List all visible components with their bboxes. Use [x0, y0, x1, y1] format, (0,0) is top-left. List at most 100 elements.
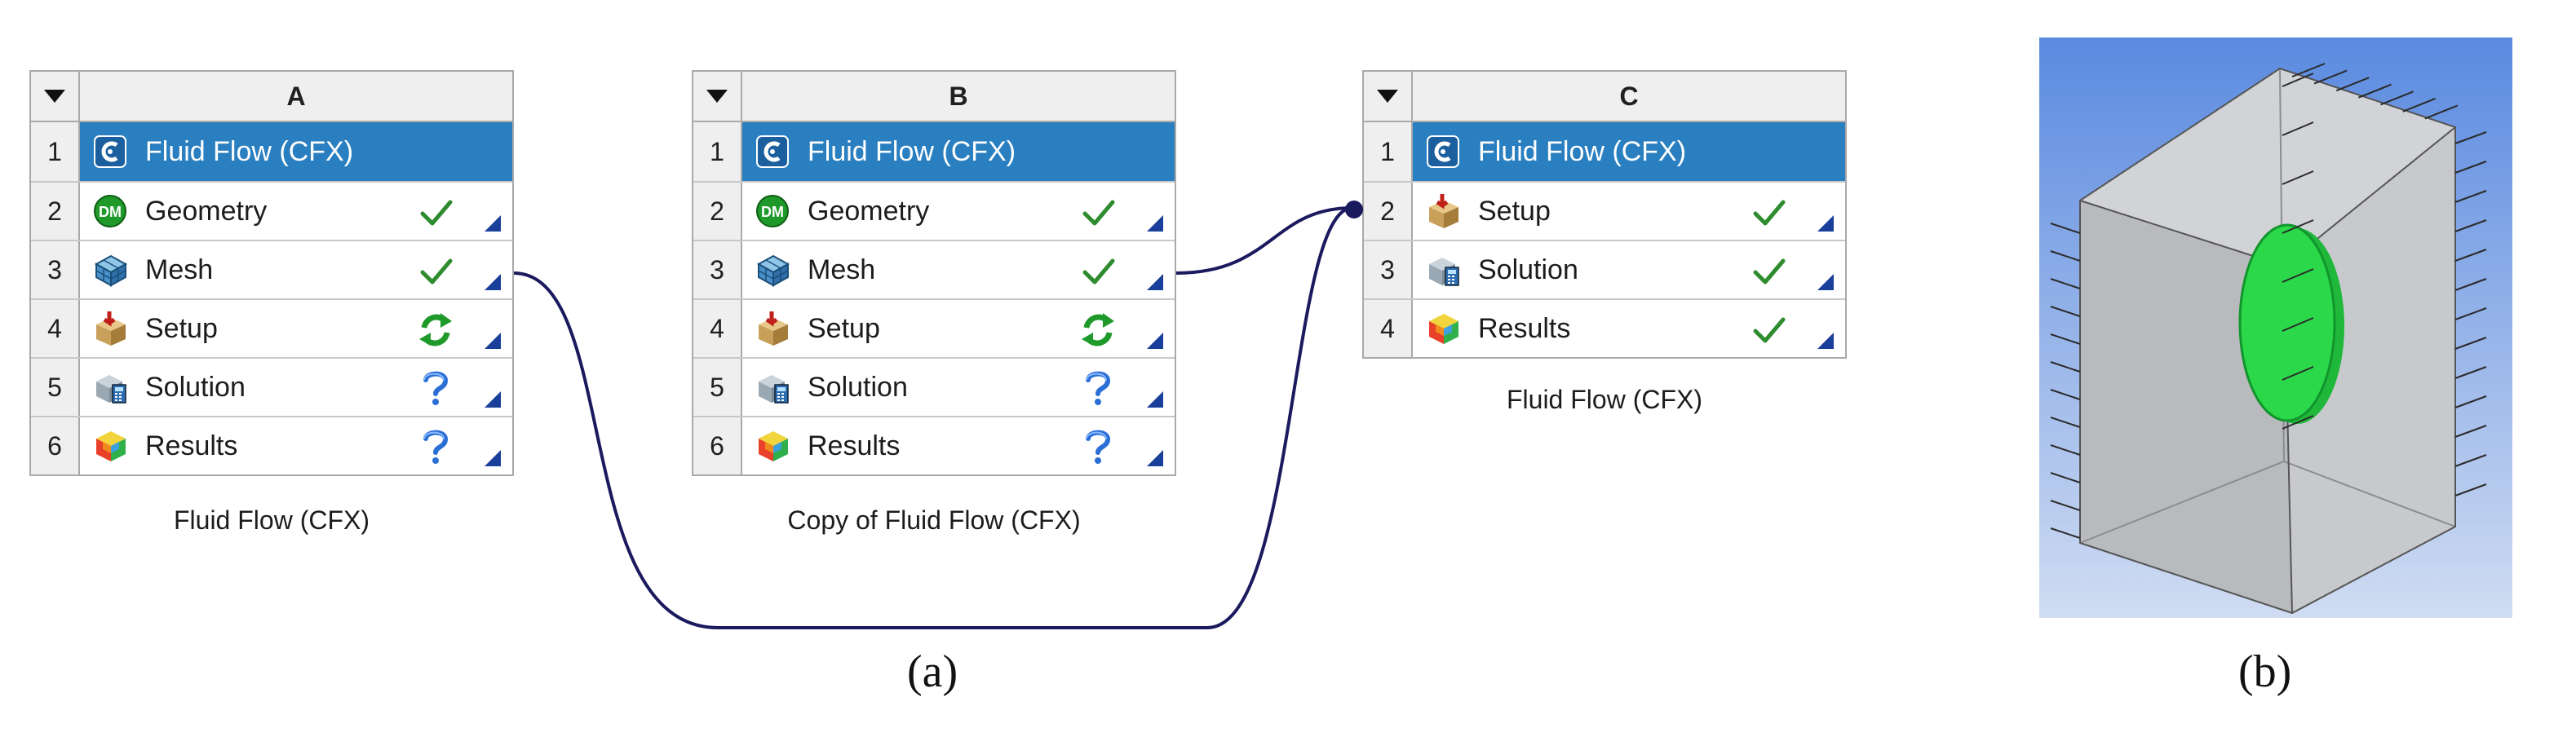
row-number: 2	[31, 183, 80, 240]
corner-triangle-icon[interactable]	[1147, 274, 1163, 290]
corner-triangle-icon[interactable]	[1147, 391, 1163, 408]
cell-fluid-flow-cfx[interactable]: Fluid Flow (CFX)	[742, 122, 1175, 181]
corner-triangle-icon[interactable]	[1817, 274, 1834, 290]
solution-icon	[754, 368, 791, 406]
system-caption[interactable]: Fluid Flow (CFX)	[173, 505, 370, 535]
cell-row[interactable]: 1 Fluid Flow (CFX)	[693, 122, 1175, 181]
system-caption[interactable]: Fluid Flow (CFX)	[1506, 385, 1702, 414]
results-icon	[754, 427, 791, 465]
link-b-mesh-to-c-setup[interactable]	[1175, 206, 1353, 275]
cell-label: Solution	[1478, 254, 1578, 285]
setup-icon	[754, 310, 791, 347]
cell-fluid-flow-cfx[interactable]: Fluid Flow (CFX)	[80, 122, 512, 181]
refresh-required-icon	[1078, 310, 1118, 349]
cell-fluid-flow-cfx[interactable]: Fluid Flow (CFX)	[1413, 122, 1845, 181]
cell-label: Solution	[145, 371, 246, 403]
cell-results[interactable]: Results	[742, 417, 1175, 474]
cell-label: Setup	[145, 312, 218, 344]
corner-triangle-icon[interactable]	[1817, 215, 1834, 232]
row-number: 3	[1364, 241, 1413, 298]
cell-setup[interactable]: Setup	[80, 300, 512, 357]
results-icon	[1424, 310, 1462, 347]
cell-label: Geometry	[808, 195, 930, 227]
system-header[interactable]: C	[1364, 72, 1845, 122]
cell-results[interactable]: Results	[80, 417, 512, 474]
attention-required-question-icon	[416, 427, 455, 466]
cell-solution[interactable]: Solution	[80, 359, 512, 416]
up-to-date-check-icon	[1078, 251, 1118, 290]
system-menu-dropdown[interactable]	[31, 72, 80, 121]
cell-solution[interactable]: Solution	[742, 359, 1175, 416]
svg-text:DM: DM	[761, 204, 784, 220]
row-number: 2	[1364, 183, 1413, 240]
cell-mesh[interactable]: Mesh	[742, 241, 1175, 298]
corner-triangle-icon[interactable]	[1147, 333, 1163, 349]
system-caption[interactable]: Copy of Fluid Flow (CFX)	[787, 505, 1081, 535]
up-to-date-check-icon	[1749, 192, 1788, 232]
results-icon	[91, 427, 129, 465]
cell-mesh[interactable]: Mesh	[80, 241, 512, 298]
row-number: 1	[693, 122, 742, 181]
corner-triangle-icon[interactable]	[485, 215, 501, 232]
triangle-down-icon	[1377, 90, 1398, 103]
cfx-icon	[91, 133, 129, 170]
system-letter: C	[1619, 81, 1639, 111]
panel-label-a: (a)	[907, 646, 958, 697]
system-letter: A	[286, 81, 306, 111]
setup-icon	[1424, 192, 1462, 230]
cell-setup[interactable]: Setup	[1413, 183, 1845, 240]
mesh-icon	[754, 251, 791, 289]
setup-icon	[91, 310, 129, 347]
corner-triangle-icon[interactable]	[485, 450, 501, 466]
corner-triangle-icon[interactable]	[485, 274, 501, 290]
attention-required-question-icon	[1078, 368, 1118, 408]
system-menu-dropdown[interactable]	[1364, 72, 1413, 121]
attention-required-question-icon	[416, 368, 455, 408]
panel-label-b: (b)	[2238, 646, 2292, 697]
corner-triangle-icon[interactable]	[1817, 333, 1834, 349]
cell-label: Fluid Flow (CFX)	[808, 135, 1016, 167]
cell-row[interactable]: 3 Solution	[1364, 240, 1845, 298]
cell-solution[interactable]: Solution	[1413, 241, 1845, 298]
corner-triangle-icon[interactable]	[1147, 215, 1163, 232]
system-letter: B	[949, 81, 968, 111]
system-header[interactable]: B	[693, 72, 1175, 122]
link-endpoint-dot[interactable]	[1345, 201, 1363, 218]
refresh-required-icon	[416, 310, 455, 349]
cell-geometry[interactable]: DM Geometry	[742, 183, 1175, 240]
system-header[interactable]: A	[31, 72, 512, 122]
corner-triangle-icon[interactable]	[485, 333, 501, 349]
cell-setup[interactable]: Setup	[742, 300, 1175, 357]
attention-required-question-icon	[1078, 427, 1118, 466]
corner-triangle-icon[interactable]	[1147, 450, 1163, 466]
cell-results[interactable]: Results	[1413, 300, 1845, 357]
corner-triangle-icon[interactable]	[485, 391, 501, 408]
row-number: 3	[693, 241, 742, 298]
system-menu-dropdown[interactable]	[693, 72, 742, 121]
cfx-icon	[754, 133, 791, 170]
geometry-preview[interactable]	[2039, 38, 2512, 618]
cell-label: Geometry	[145, 195, 268, 227]
cell-label: Results	[145, 430, 238, 461]
